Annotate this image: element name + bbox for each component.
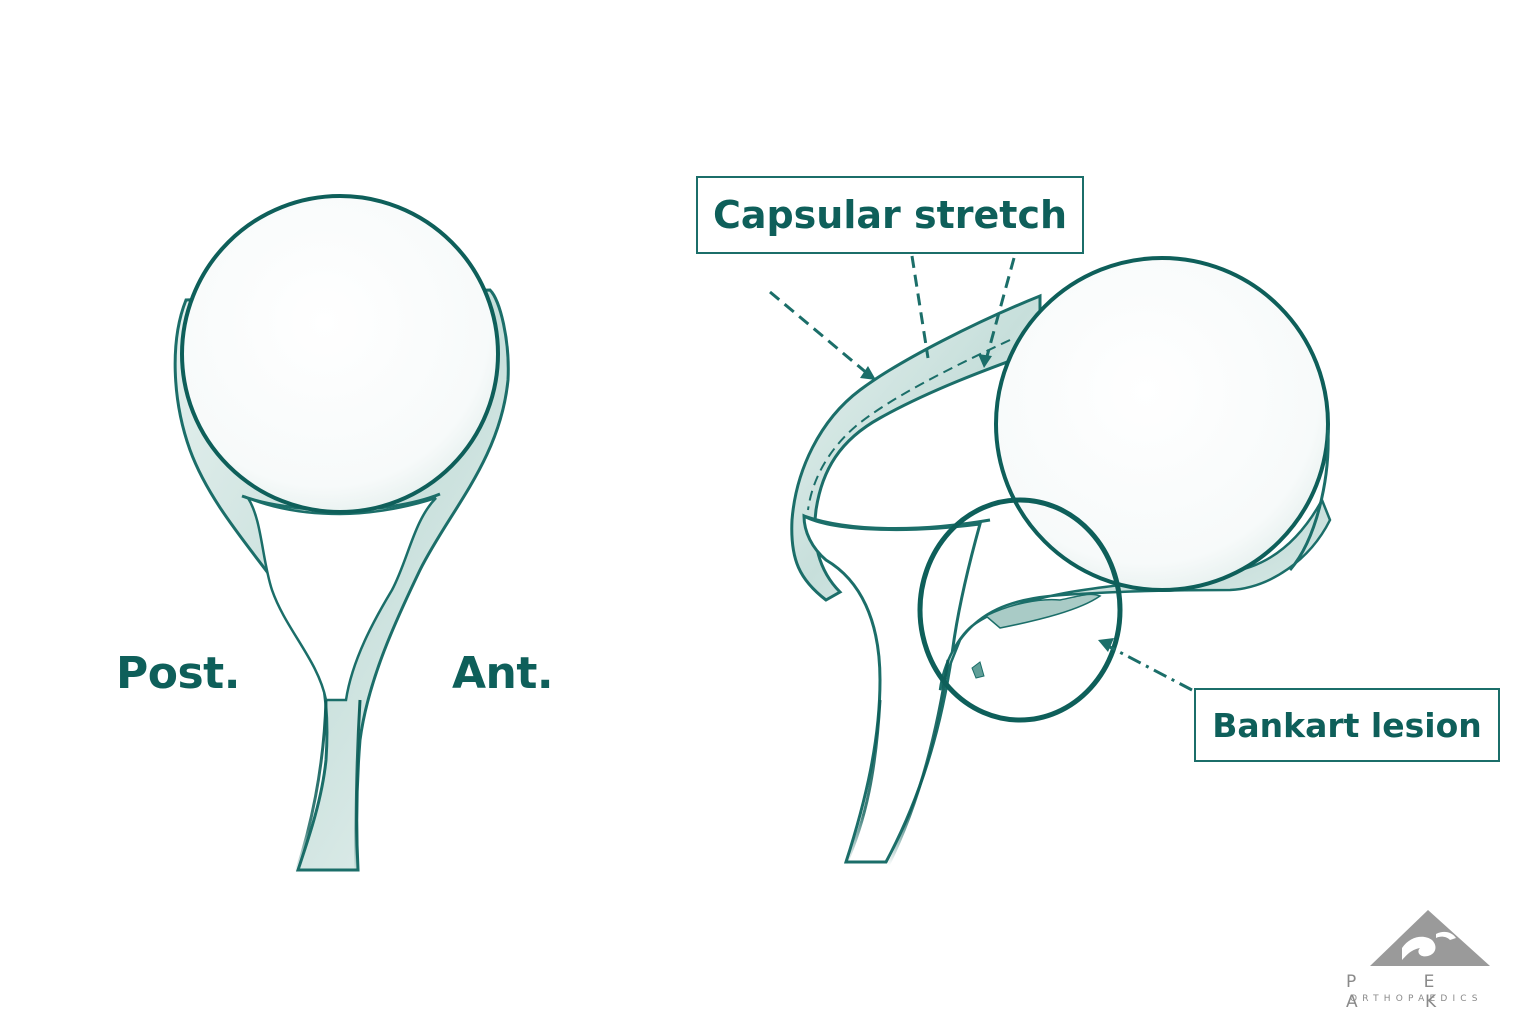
dislocated-glenoid-rim xyxy=(803,514,991,531)
dislocated-scapula-neck xyxy=(844,659,950,867)
capsule-inner-dash xyxy=(807,339,1011,511)
anterior-label: Ant. xyxy=(452,648,554,699)
normal-glenoid-neck xyxy=(244,495,437,702)
dislocated-shoulder xyxy=(790,256,1332,867)
bankart-leader xyxy=(1098,638,1193,692)
bankart-lesion-text: Bankart lesion xyxy=(1212,705,1482,745)
arrowhead-1 xyxy=(860,366,876,380)
bankart-highlight-circle xyxy=(917,497,1123,723)
labrum-chip xyxy=(971,661,985,679)
logo-subtitle: ORTHOPAEDICS xyxy=(1350,994,1483,1004)
dislocated-glenoid xyxy=(802,513,983,864)
stretched-capsule xyxy=(790,293,1042,602)
leader-line-2 xyxy=(910,255,930,359)
posterior-label: Post. xyxy=(116,648,240,699)
normal-shoulder xyxy=(173,194,510,873)
peak-logo-icon xyxy=(1370,910,1490,966)
normal-scapula-neck xyxy=(294,699,362,873)
dislocated-humeral-head xyxy=(994,256,1330,592)
bankart-lesion-callout: Bankart lesion xyxy=(1194,688,1500,762)
normal-humeral-head xyxy=(180,194,500,514)
capsular-stretch-text: Capsular stretch xyxy=(712,193,1068,237)
capsular-stretch-callout: Capsular stretch xyxy=(696,176,1084,254)
leader-line-1 xyxy=(769,290,869,376)
bankart-leader-line xyxy=(1107,644,1193,692)
capsular-stretch-leaders xyxy=(769,255,1016,376)
bankart-arrowhead xyxy=(1098,638,1114,652)
logo-name: P E A K xyxy=(1346,972,1468,1012)
capsule-wrap xyxy=(1288,429,1330,571)
labrum-fragment xyxy=(984,593,1102,629)
leader-arrowheads xyxy=(860,354,992,380)
arrowhead-3 xyxy=(978,354,992,368)
